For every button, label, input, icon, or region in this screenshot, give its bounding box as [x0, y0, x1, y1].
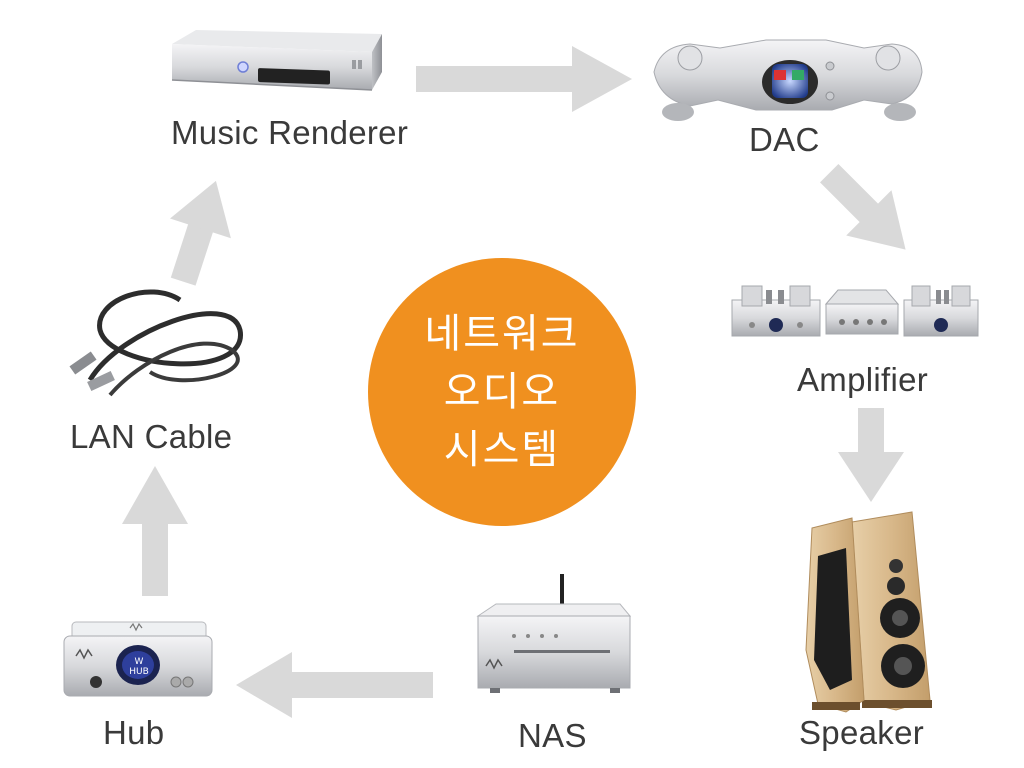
center-circle: 네트워크 오디오 시스템 [368, 258, 636, 526]
speaker-front [851, 511, 932, 711]
arrow-dac-to-amplifier [820, 164, 906, 250]
speaker-back [805, 517, 865, 713]
arrow-amplifier-to-speaker [838, 408, 904, 502]
center-title-line-2: 오디오 [443, 369, 561, 415]
hub-display-text: W HUB [129, 657, 149, 677]
amp-left [731, 285, 821, 337]
label-hub: Hub [103, 714, 165, 751]
label-speaker: Speaker [799, 714, 925, 751]
label-amplifier: Amplifier [797, 361, 929, 398]
label-lan-cable: LAN Cable [70, 418, 233, 455]
arrow-renderer-to-dac [416, 46, 632, 112]
label-dac: DAC [749, 121, 820, 158]
speaker-device [805, 511, 932, 713]
center-title-line-3: 시스템 [443, 427, 561, 473]
amplifier-device [731, 285, 979, 337]
arrow-cable-to-renderer [170, 180, 231, 286]
arrow-nas-to-hub [236, 652, 433, 718]
nas-device [476, 574, 632, 693]
amp-middle [824, 289, 900, 335]
music-renderer-device [171, 30, 382, 91]
label-nas: NAS [518, 717, 587, 754]
lan-cable-device [69, 289, 243, 397]
dac-device [653, 39, 923, 121]
hub-device [63, 621, 213, 697]
label-music-renderer: Music Renderer [171, 114, 409, 151]
arrow-hub-to-cable [122, 466, 188, 596]
amp-right [903, 285, 979, 337]
center-title-line-1: 네트워크 [424, 311, 580, 357]
